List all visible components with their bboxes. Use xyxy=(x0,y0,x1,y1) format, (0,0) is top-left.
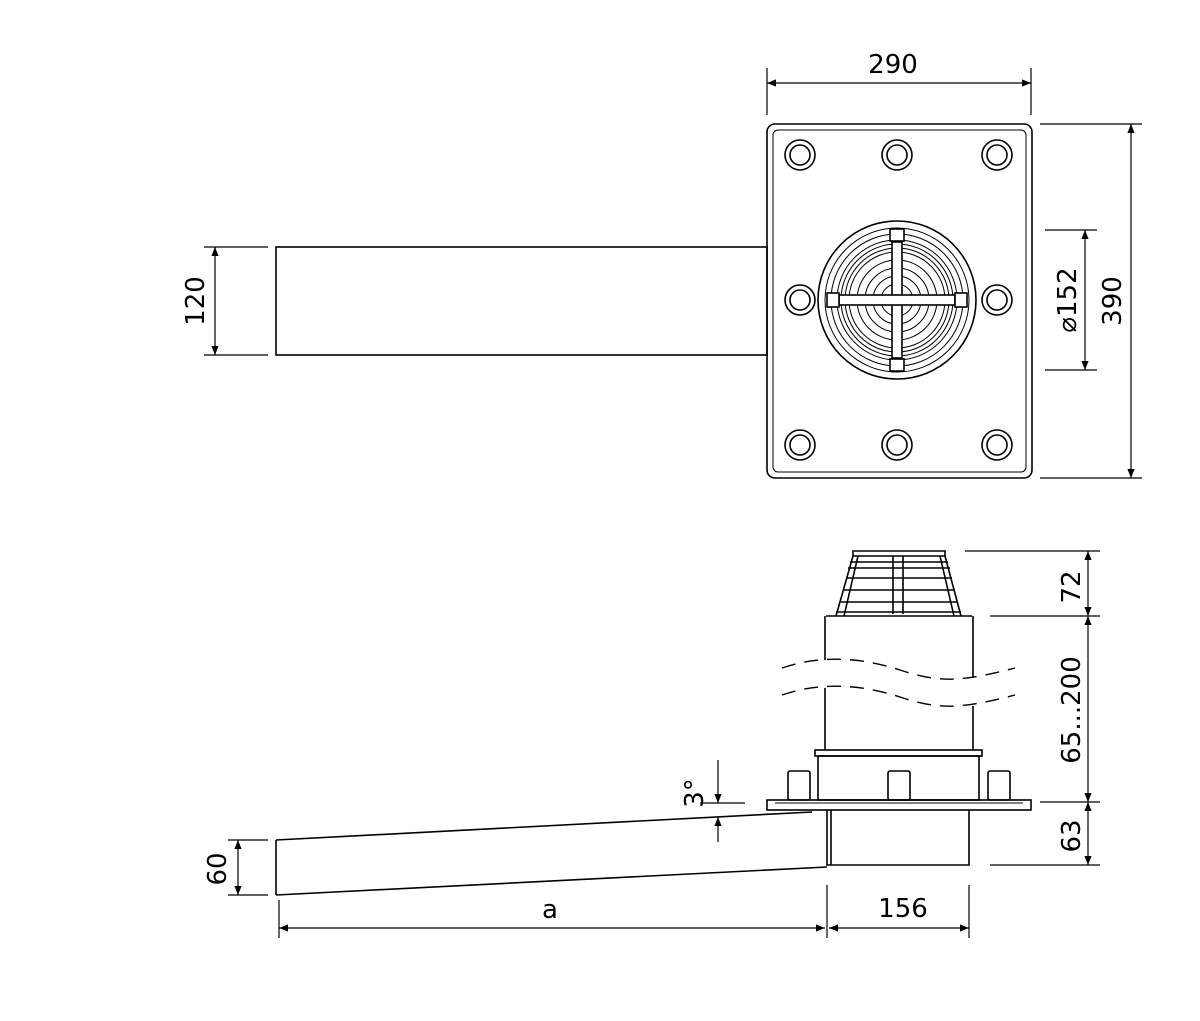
drain-body xyxy=(824,616,974,750)
bolt-holes xyxy=(784,139,1013,461)
bolt-hole-icon xyxy=(986,434,1008,456)
mounting-plate xyxy=(766,123,1033,479)
dim-pipe-120: 120 xyxy=(181,276,211,326)
bolt-side xyxy=(787,770,811,801)
bolt-hole-icon xyxy=(789,289,811,311)
bolt-hole-icon xyxy=(881,139,913,171)
bolt-hole-icon xyxy=(789,434,811,456)
outlet-socket xyxy=(826,810,970,866)
dim-flange-63: 63 xyxy=(1057,819,1087,852)
dim-outlet-156: 156 xyxy=(878,894,928,924)
bolt-hole-icon xyxy=(789,144,811,166)
dim-pipe-60: 60 xyxy=(203,852,233,885)
dim-length-a: a xyxy=(542,895,558,925)
dim-height-390: 390 xyxy=(1098,276,1128,326)
side-view: 72 65...200 63 60 3° a 156 xyxy=(203,550,1100,938)
top-view: 290 390 ⌀152 120 xyxy=(181,50,1142,479)
flange xyxy=(766,799,1032,811)
sloped-pipe xyxy=(275,811,828,896)
dim-slope-3deg: 3° xyxy=(680,778,710,808)
bolt-hole-icon xyxy=(784,429,816,461)
bolt-hole-icon xyxy=(886,144,908,166)
dim-body-65-200: 65...200 xyxy=(1057,656,1087,764)
bolt-hole-icon xyxy=(784,139,816,171)
bolt-hole-icon xyxy=(986,289,1008,311)
bolt-hole-icon xyxy=(881,429,913,461)
dim-diameter-152: ⌀152 xyxy=(1053,267,1083,332)
bolt-hole-icon xyxy=(981,284,1013,316)
grate-top xyxy=(817,220,977,380)
grate-side xyxy=(826,550,972,617)
outlet-pipe-top xyxy=(275,246,768,356)
dim-width-290: 290 xyxy=(868,50,918,80)
bolt-hole-icon xyxy=(981,429,1013,461)
break-line xyxy=(781,658,1016,680)
dim-grate-72: 72 xyxy=(1057,570,1087,603)
bolt-hole-icon xyxy=(981,139,1013,171)
bolt-hole-icon xyxy=(784,284,816,316)
bolt-hole-icon xyxy=(986,144,1008,166)
bolt-hole-icon xyxy=(886,434,908,456)
